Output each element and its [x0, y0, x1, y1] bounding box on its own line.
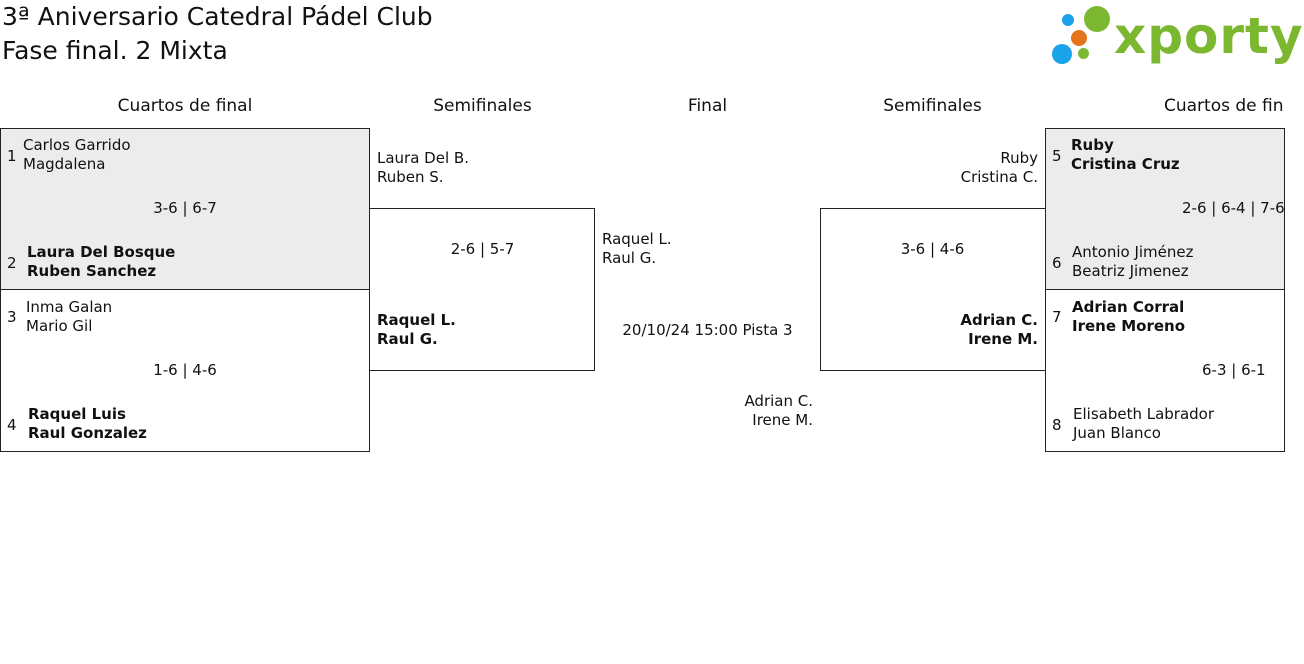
player-name: Ruby [1000, 149, 1038, 167]
winner-name: Ruby [1071, 136, 1114, 154]
tournament-subtitle: Fase final. 2 Mixta [2, 36, 228, 65]
logo-text: xporty [1114, 7, 1304, 65]
logo-dot-blue-large [1052, 44, 1072, 64]
round-heading-final: Final [687, 96, 728, 116]
seed-number: 3 [7, 308, 17, 326]
player-name: Antonio Jiménez [1072, 243, 1194, 261]
match-score: 3-6 | 4-6 [900, 240, 965, 258]
winner-name: Cristina Cruz [1071, 155, 1180, 173]
final-schedule: 20/10/24 15:00 Pista 3 [622, 321, 793, 339]
logo-dot-green [1084, 6, 1110, 32]
match-qf1[interactable] [0, 128, 370, 290]
finalist-name: Irene M. [752, 411, 813, 429]
seed-number: 1 [7, 147, 17, 165]
match-score: 2-6 | 6-4 | 7-6 [1182, 199, 1285, 217]
winner-name: Ruben Sanchez [27, 262, 157, 280]
finalist-name: Raul G. [602, 249, 657, 267]
player-name: Juan Blanco [1073, 424, 1161, 442]
logo-dot-blue [1062, 14, 1074, 26]
xporty-logo[interactable]: xporty [1050, 4, 1303, 68]
logo-dot-green-small [1078, 48, 1089, 59]
seed-number: 5 [1052, 147, 1062, 165]
finalist-name: Adrian C. [744, 392, 813, 410]
match-score: 2-6 | 5-7 [450, 240, 515, 258]
round-heading-left-qf: Cuartos de final [117, 96, 253, 116]
match-qf4[interactable] [1045, 289, 1285, 452]
finalist-name: Raquel L. [602, 230, 672, 248]
tournament-title: 3ª Aniversario Catedral Pádel Club [2, 2, 433, 31]
seed-number: 4 [7, 416, 17, 434]
match-qf3[interactable] [1045, 128, 1285, 290]
match-sf-left[interactable] [369, 208, 595, 371]
winner-name: Laura Del Bosque [27, 243, 176, 261]
seed-number: 8 [1052, 416, 1062, 434]
logo-dot-orange [1071, 30, 1087, 46]
round-heading-left-sf: Semifinales [433, 96, 532, 116]
match-score: 1-6 | 4-6 [153, 361, 217, 379]
player-name: Laura Del B. [377, 149, 469, 167]
winner-name: Raul Gonzalez [28, 424, 147, 442]
winner-name: Raquel L. [377, 311, 456, 329]
player-name: Inma Galan [26, 298, 113, 316]
winner-name: Irene M. [968, 330, 1038, 348]
player-name: Beatriz Jimenez [1072, 262, 1189, 280]
winner-name: Irene Moreno [1072, 317, 1186, 335]
winner-name: Raul G. [377, 330, 438, 348]
round-heading-right-qf: Cuartos de fin [1164, 96, 1284, 116]
seed-number: 7 [1052, 308, 1062, 326]
player-name: Magdalena [23, 155, 106, 173]
player-name: Ruben S. [377, 168, 444, 186]
round-heading-right-sf: Semifinales [883, 96, 982, 116]
winner-name: Adrian Corral [1072, 298, 1185, 316]
player-name: Cristina C. [960, 168, 1038, 186]
match-score: 6-3 | 6-1 [1202, 361, 1266, 379]
player-name: Mario Gil [26, 317, 93, 335]
seed-number: 6 [1052, 254, 1062, 272]
winner-name: Adrian C. [960, 311, 1038, 329]
match-score: 3-6 | 6-7 [153, 199, 217, 217]
player-name: Elisabeth Labrador [1073, 405, 1215, 423]
seed-number: 2 [7, 254, 17, 272]
player-name: Carlos Garrido [23, 136, 131, 154]
winner-name: Raquel Luis [28, 405, 126, 423]
